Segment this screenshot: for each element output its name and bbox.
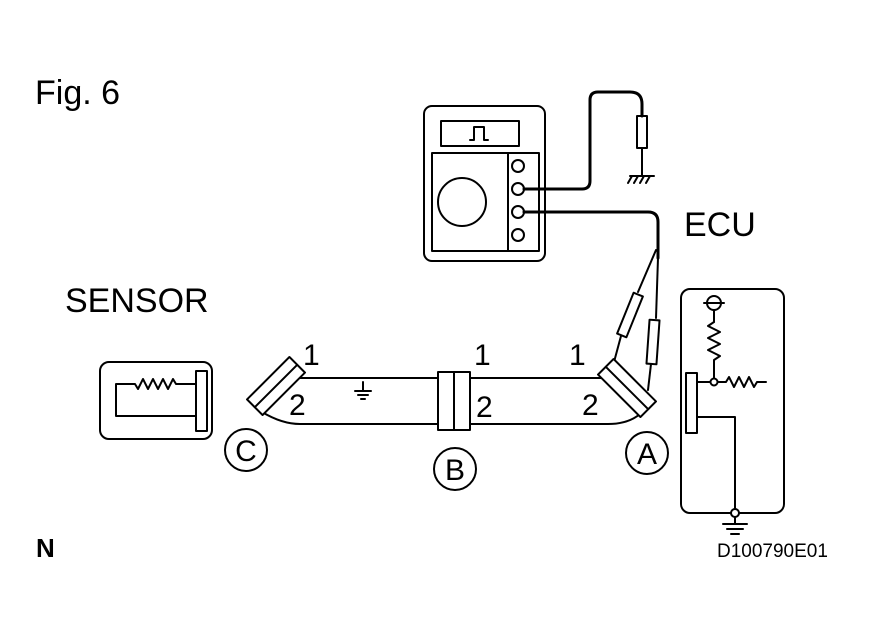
square-wave-icon xyxy=(469,126,489,141)
terminal-1 xyxy=(511,159,525,173)
terminal-3 xyxy=(511,205,525,219)
sensor-unit xyxy=(99,361,213,440)
oscilloscope-dial xyxy=(437,177,487,227)
oscilloscope-panel xyxy=(431,152,540,252)
ecu-unit xyxy=(680,288,785,514)
svg-text:C: C xyxy=(235,435,257,468)
probe-pin-2 xyxy=(645,318,661,391)
series-resistor-icon xyxy=(717,376,767,388)
pin-a-1: 1 xyxy=(569,339,586,372)
shield-ground-icon xyxy=(354,381,372,400)
sensor-resistor-icon xyxy=(115,378,197,417)
figure-label: Fig. 6 xyxy=(35,74,120,112)
connector-c xyxy=(246,356,306,416)
ground-probe xyxy=(627,115,655,184)
sensor-label: SENSOR xyxy=(65,282,209,320)
oscilloscope xyxy=(423,105,546,262)
pullup-resistor-icon xyxy=(707,321,721,383)
connector-a xyxy=(597,358,657,418)
pin-a-2: 2 xyxy=(582,389,599,422)
wire-pin-2 xyxy=(261,411,641,425)
pin-b-1: 1 xyxy=(474,339,491,372)
ecu-label: ECU xyxy=(684,206,756,244)
pin-b-2: 2 xyxy=(476,391,493,424)
probe-pin-1 xyxy=(613,291,644,363)
oscilloscope-body xyxy=(423,105,546,262)
ecu-ground-icon xyxy=(722,508,748,535)
ground-lead xyxy=(522,90,644,191)
oscilloscope-display xyxy=(440,120,520,147)
terminal-2 xyxy=(511,182,525,196)
signal-lead xyxy=(522,210,660,260)
drawing-code: D100790E01 xyxy=(717,541,828,562)
connector-b xyxy=(437,371,471,431)
pin-c-2: 2 xyxy=(289,389,306,422)
corner-letter: N xyxy=(36,533,55,563)
callout-a: A xyxy=(625,431,669,475)
terminal-4 xyxy=(511,228,525,242)
callout-c: C xyxy=(224,428,268,472)
svg-text:A: A xyxy=(637,438,657,471)
callout-b: B xyxy=(433,447,477,491)
pin-c-1: 1 xyxy=(303,339,320,372)
svg-text:B: B xyxy=(445,454,465,487)
